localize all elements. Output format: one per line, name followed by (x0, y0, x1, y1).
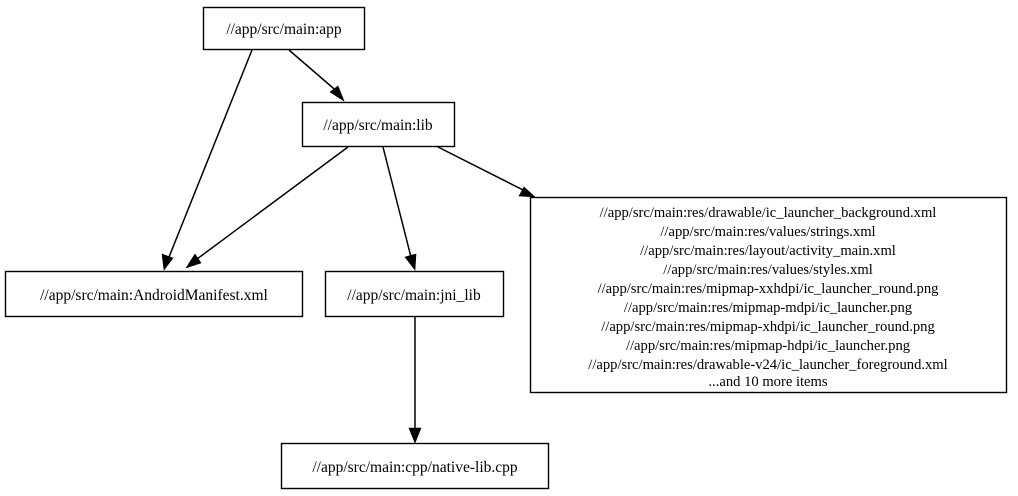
res-cluster-line-10: ...and 10 more items (708, 374, 827, 390)
edge-lib-to-res-cluster (437, 146, 536, 198)
edge-lib-to-manifest (185, 146, 349, 269)
res-cluster-line-5: //app/src/main:res/mipmap-xxhdpi/ic_laun… (598, 281, 940, 297)
edge-lib-to-jni-lib (382, 146, 417, 271)
node-androidmanifest[interactable]: //app/src/main:AndroidManifest.xml (4, 270, 304, 318)
node-lib[interactable]: //app/src/main:lib (301, 101, 456, 148)
node-native-lib-cpp[interactable]: //app/src/main:cpp/native-lib.cpp (280, 442, 550, 490)
res-cluster-line-6: //app/src/main:res/mipmap-mdpi/ic_launch… (624, 300, 913, 316)
res-cluster-line-9: //app/src/main:res/drawable-v24/ic_launc… (588, 357, 947, 373)
res-cluster-line-8: //app/src/main:res/mipmap-hdpi/ic_launch… (626, 338, 911, 354)
node-jni-lib-label: //app/src/main:jni_lib (347, 287, 481, 304)
edge-jni-lib-to-native-lib (408, 317, 422, 444)
node-native-lib-cpp-label: //app/src/main:cpp/native-lib.cpp (312, 459, 518, 476)
res-cluster-line-7: //app/src/main:res/mipmap-xhdpi/ic_launc… (601, 319, 935, 335)
node-app[interactable]: //app/src/main:app (202, 6, 366, 51)
node-jni-lib[interactable]: //app/src/main:jni_lib (324, 270, 505, 318)
node-app-label: //app/src/main:app (226, 21, 342, 38)
res-cluster-line-4: //app/src/main:res/values/styles.xml (663, 262, 873, 278)
res-cluster-line-3: //app/src/main:res/layout/activity_main.… (640, 243, 896, 259)
edge-app-to-lib (288, 49, 345, 102)
res-cluster-line-2: //app/src/main:res/values/strings.xml (660, 224, 875, 240)
edge-app-to-manifest (161, 49, 253, 271)
node-res-cluster[interactable]: //app/src/main:res/drawable/ic_launcher_… (529, 196, 1008, 394)
res-cluster-line-1: //app/src/main:res/drawable/ic_launcher_… (600, 205, 937, 221)
node-lib-label: //app/src/main:lib (323, 117, 433, 134)
node-androidmanifest-label: //app/src/main:AndroidManifest.xml (40, 287, 268, 304)
